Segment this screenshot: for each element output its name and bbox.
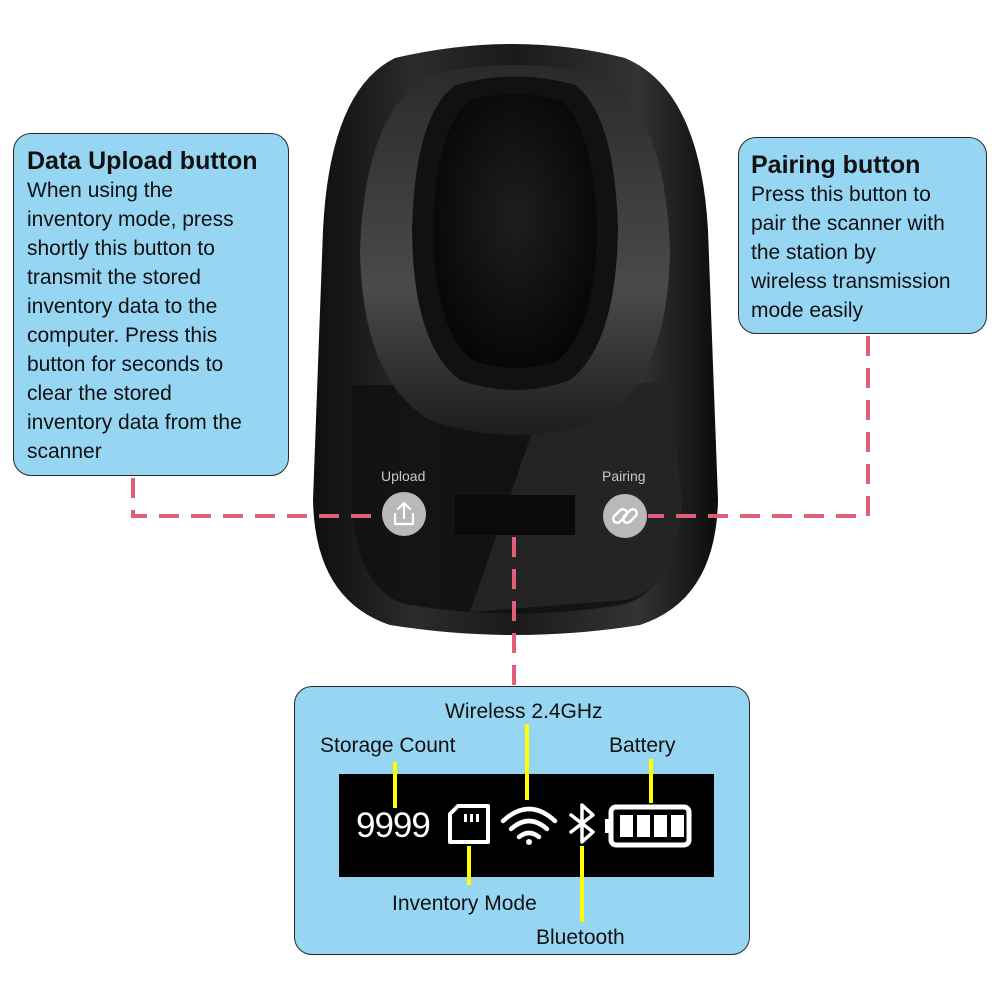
pairing-callout-title: Pairing button xyxy=(751,151,921,179)
link-icon xyxy=(611,507,639,525)
bluetooth-label: Bluetooth xyxy=(536,926,625,949)
storage-count-value: 9999 xyxy=(356,806,431,845)
upload-line: transmit the stored xyxy=(27,266,201,289)
pairing-line: pair the scanner with xyxy=(751,212,945,235)
sd-card-icon xyxy=(448,804,490,844)
upload-line: shortly this button to xyxy=(27,237,215,260)
station-display xyxy=(455,495,575,535)
pairing-line: the station by xyxy=(751,241,876,264)
upload-line: computer. Press this xyxy=(27,324,218,347)
pairing-connector xyxy=(648,336,870,518)
upload-icon xyxy=(393,501,415,526)
inventory-mode-label: Inventory Mode xyxy=(392,892,537,915)
upload-line: When using the xyxy=(27,179,173,202)
upload-callout: Data Upload button When using the invent… xyxy=(13,133,289,476)
battery-label: Battery xyxy=(609,734,676,757)
upload-connector xyxy=(131,478,380,518)
upload-label: Upload xyxy=(381,468,426,484)
upload-line: button for seconds to xyxy=(27,353,224,376)
pairing-line: mode easily xyxy=(751,299,864,322)
upload-line: inventory data to the xyxy=(27,295,218,318)
pairing-line: wireless transmission xyxy=(751,270,951,293)
storage-count-label: Storage Count xyxy=(320,734,456,757)
upload-callout-title: Data Upload button xyxy=(27,147,258,175)
upload-line: inventory mode, press xyxy=(27,208,234,231)
bluetooth-icon xyxy=(569,803,595,844)
upload-line: scanner xyxy=(27,440,102,463)
upload-line: inventory data from the xyxy=(27,411,242,434)
pairing-callout: Pairing button Press this button to pair… xyxy=(738,137,987,334)
battery-icon xyxy=(605,804,692,848)
pairing-line: Press this button to xyxy=(751,183,931,206)
wireless-label: Wireless 2.4GHz xyxy=(445,700,603,723)
upload-line: clear the stored xyxy=(27,382,172,405)
pairing-label: Pairing xyxy=(602,468,646,484)
wifi-icon xyxy=(500,806,558,840)
